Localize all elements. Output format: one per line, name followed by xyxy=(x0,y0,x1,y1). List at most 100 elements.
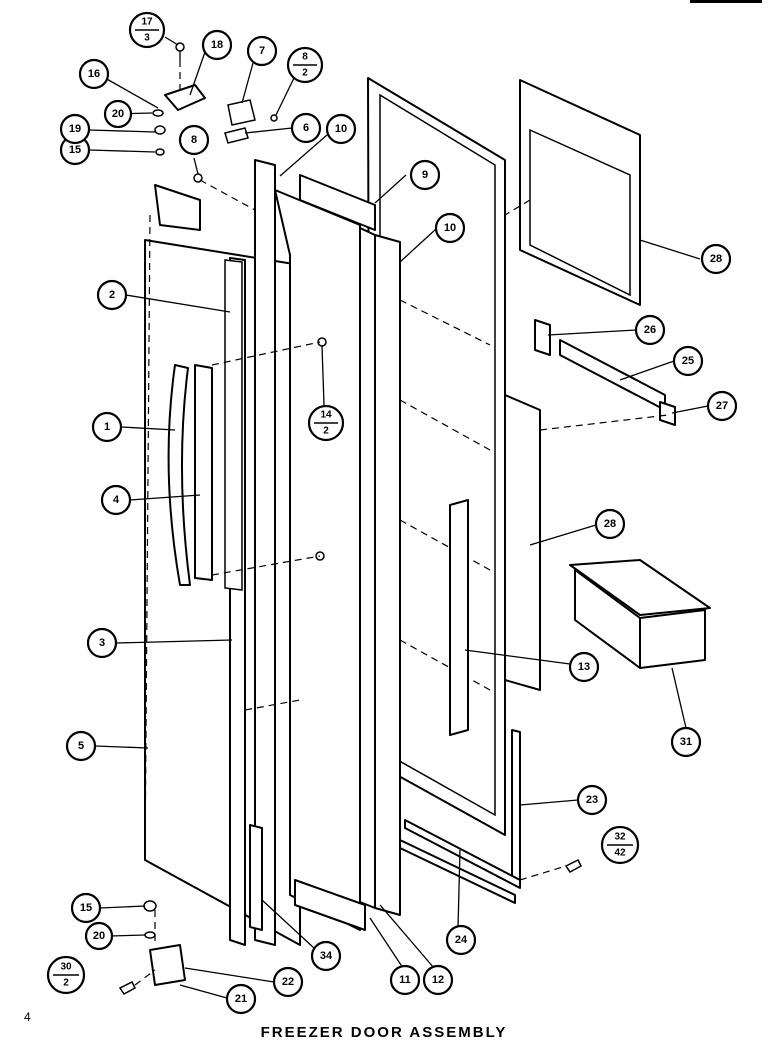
svg-text:18: 18 xyxy=(211,39,223,51)
callout-16: 16 xyxy=(78,58,110,90)
callout-3: 3 xyxy=(86,627,118,659)
svg-text:28: 28 xyxy=(710,253,722,265)
callout-10-upper: 10 xyxy=(325,113,357,145)
svg-text:21: 21 xyxy=(235,993,247,1005)
svg-text:22: 22 xyxy=(282,976,294,988)
svg-text:12: 12 xyxy=(432,974,444,986)
rail-clip-upper xyxy=(534,319,551,356)
trim-strip xyxy=(224,259,243,591)
callout-10-lower: 10 xyxy=(434,212,466,244)
screw-gasket xyxy=(564,858,582,873)
callout-6: 6 xyxy=(290,112,322,144)
bottom-hinge xyxy=(149,944,186,986)
diagram-caption: FREEZER DOOR ASSEMBLY xyxy=(260,1024,508,1041)
svg-text:10: 10 xyxy=(444,222,456,234)
svg-text:15: 15 xyxy=(80,902,92,914)
callout-25: 25 xyxy=(672,345,704,377)
side-bracket xyxy=(504,394,541,691)
screw-bottom-hinge xyxy=(118,980,136,995)
rail-clip-lower xyxy=(659,401,676,426)
svg-text:23: 23 xyxy=(586,794,598,806)
storage-bin xyxy=(569,559,711,669)
slide-rail xyxy=(559,339,666,411)
callout-8: 8 xyxy=(178,124,210,156)
svg-text:20: 20 xyxy=(112,108,124,120)
callout-21: 21 xyxy=(225,983,257,1015)
svg-text:4: 4 xyxy=(113,494,120,506)
svg-text:26: 26 xyxy=(644,324,656,336)
callout-31: 31 xyxy=(670,726,702,758)
hinge-screw-top xyxy=(175,42,185,60)
bushing-top xyxy=(154,125,166,135)
fraction-callout-14-2: 14 2 xyxy=(307,404,345,442)
svg-text:3: 3 xyxy=(144,33,150,44)
svg-text:27: 27 xyxy=(716,400,728,412)
stop-block-6 xyxy=(224,127,249,144)
callout-15-upper: 15 xyxy=(59,134,91,166)
svg-text:2: 2 xyxy=(109,289,115,301)
fraction-callout-8-2: 8 2 xyxy=(286,46,324,84)
svg-text:20: 20 xyxy=(93,930,105,942)
washer-bottom xyxy=(144,931,156,939)
svg-text:16: 16 xyxy=(88,68,100,80)
callout-20-upper: 20 xyxy=(103,99,133,129)
callout-26: 26 xyxy=(634,314,666,346)
svg-text:28: 28 xyxy=(604,518,616,530)
leader-lines xyxy=(88,36,709,999)
svg-text:14: 14 xyxy=(320,410,332,421)
svg-text:34: 34 xyxy=(320,950,333,962)
gasket-bottom xyxy=(399,819,521,904)
svg-text:24: 24 xyxy=(455,934,468,946)
shelf-retainer xyxy=(449,499,469,736)
assembly-lines xyxy=(134,60,669,986)
door-handle xyxy=(167,364,213,586)
page-number: 4 xyxy=(24,1010,31,1024)
svg-text:7: 7 xyxy=(259,45,265,57)
svg-text:11: 11 xyxy=(399,974,411,986)
stop-block-7 xyxy=(227,99,256,126)
callout-18: 18 xyxy=(201,29,233,61)
callout-22: 22 xyxy=(272,966,304,998)
callout-34: 34 xyxy=(310,940,342,972)
svg-text:2: 2 xyxy=(323,426,329,437)
svg-text:8: 8 xyxy=(191,134,197,146)
gasket-vertical xyxy=(511,729,521,881)
callout-15-lower: 15 xyxy=(70,892,102,924)
svg-text:5: 5 xyxy=(78,740,84,752)
upper-bin-housing xyxy=(519,79,641,306)
fraction-callout-32-42: 32 42 xyxy=(600,825,640,865)
callout-4: 4 xyxy=(100,484,132,516)
svg-text:10: 10 xyxy=(335,123,347,135)
svg-text:2: 2 xyxy=(63,978,69,989)
vertical-seal-strip xyxy=(249,824,263,931)
top-hinge xyxy=(154,84,206,231)
breaker-strip-left xyxy=(254,159,276,946)
svg-text:31: 31 xyxy=(680,736,692,748)
washer-top xyxy=(152,109,164,117)
callout-5: 5 xyxy=(65,730,97,762)
svg-text:6: 6 xyxy=(303,122,309,134)
callout-9: 9 xyxy=(409,159,441,191)
breaker-strip-right xyxy=(359,227,401,916)
svg-text:42: 42 xyxy=(614,848,626,859)
svg-text:1: 1 xyxy=(104,421,110,433)
callout-28-upper: 28 xyxy=(700,243,732,275)
door-outer-panel xyxy=(144,239,301,946)
callout-13: 13 xyxy=(568,651,600,683)
fraction-callout-17-3: 17 3 xyxy=(128,11,166,49)
svg-text:17: 17 xyxy=(141,17,153,28)
svg-text:3: 3 xyxy=(99,637,105,649)
callout-11: 11 xyxy=(389,964,421,996)
bottom-cap xyxy=(294,879,366,931)
screw-8 xyxy=(270,114,278,122)
callout-27: 27 xyxy=(706,390,738,422)
svg-text:13: 13 xyxy=(578,661,590,673)
fraction-callout-30-2: 30 2 xyxy=(46,955,86,995)
callout-19: 19 xyxy=(59,113,91,145)
svg-text:2: 2 xyxy=(302,68,308,79)
callout-20-lower: 20 xyxy=(84,921,114,951)
svg-text:9: 9 xyxy=(422,169,428,181)
svg-text:30: 30 xyxy=(60,962,72,973)
bushing-bottom xyxy=(143,900,157,912)
